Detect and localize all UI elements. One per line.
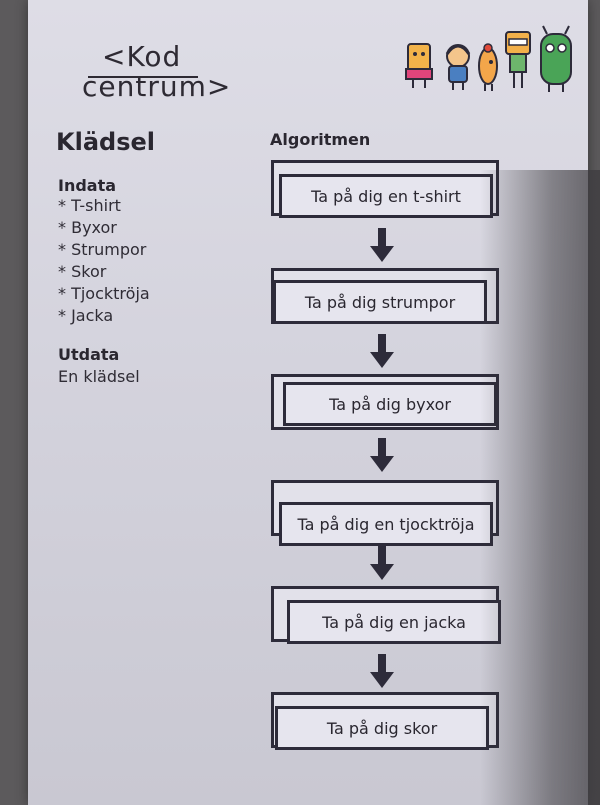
logo-divider [88, 76, 198, 78]
down-arrow-icon [370, 546, 394, 580]
input-item: * Tjocktröja [58, 284, 150, 303]
robot-mascots-illustration [405, 25, 572, 92]
algorithm-heading: Algoritmen [270, 130, 371, 149]
input-heading: Indata [58, 176, 117, 195]
algorithm-step-card: Ta på dig byxor [271, 374, 501, 434]
logo-line-2: centrum> [82, 70, 232, 103]
algorithm-step-card: Ta på dig strumpor [271, 268, 501, 328]
step-label: Ta på dig en jacka [287, 600, 501, 644]
algorithm-step-card: Ta på dig en t-shirt [271, 160, 501, 220]
input-item: * Skor [58, 262, 107, 281]
algorithm-step-card: Ta på dig en jacka [271, 586, 501, 646]
down-arrow-icon [370, 228, 394, 262]
down-arrow-icon [370, 654, 394, 688]
page-title: Klädsel [56, 128, 155, 156]
input-item: * Jacka [58, 306, 114, 325]
kodcentrum-logo: <Kod centrum> [78, 40, 230, 103]
logo-line-1: <Kod [102, 40, 182, 73]
algorithm-step-card: Ta på dig skor [271, 692, 501, 752]
input-item: * Strumpor [58, 240, 147, 259]
step-label: Ta på dig skor [275, 706, 489, 750]
output-heading: Utdata [58, 345, 120, 364]
input-item: * Byxor [58, 218, 117, 237]
step-label: Ta på dig strumpor [273, 280, 487, 324]
algorithm-step-card: Ta på dig en tjocktröja [271, 480, 501, 546]
instruction-card: <Kod centrum> Kläd [28, 0, 588, 805]
step-label: Ta på dig en tjocktröja [279, 502, 493, 546]
step-label: Ta på dig byxor [283, 382, 497, 426]
output-value: En klädsel [58, 367, 140, 386]
input-item: * T-shirt [58, 196, 121, 215]
down-arrow-icon [370, 438, 394, 472]
down-arrow-icon [370, 334, 394, 368]
step-label: Ta på dig en t-shirt [279, 174, 493, 218]
